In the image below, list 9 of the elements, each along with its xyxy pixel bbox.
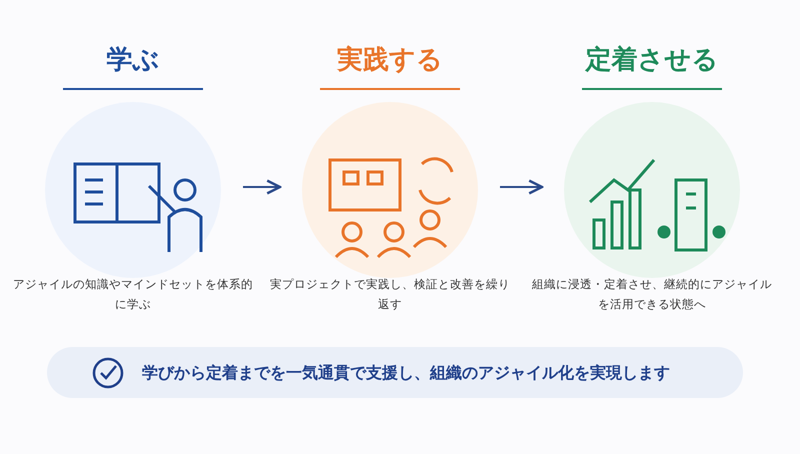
- summary-text: 学びから定着までを一気通貫で支援し、組織のアジャイル化を実現します: [142, 362, 670, 384]
- step-description: 組織に浸透・定着させ、継続的にアジャイルを活用できる状態へ: [531, 276, 773, 313]
- step-heading: 実践する: [336, 44, 444, 77]
- step-heading: 学ぶ: [106, 44, 160, 77]
- arrow: [500, 179, 544, 195]
- step-description: アジャイルの知識やマインドセットを体系的に学ぶ: [12, 276, 254, 313]
- arrow: [243, 179, 282, 195]
- step-description: 実プロジェクトで実践し、検証と改善を繰り返す: [269, 276, 511, 313]
- step-heading: 定着させる: [584, 44, 720, 77]
